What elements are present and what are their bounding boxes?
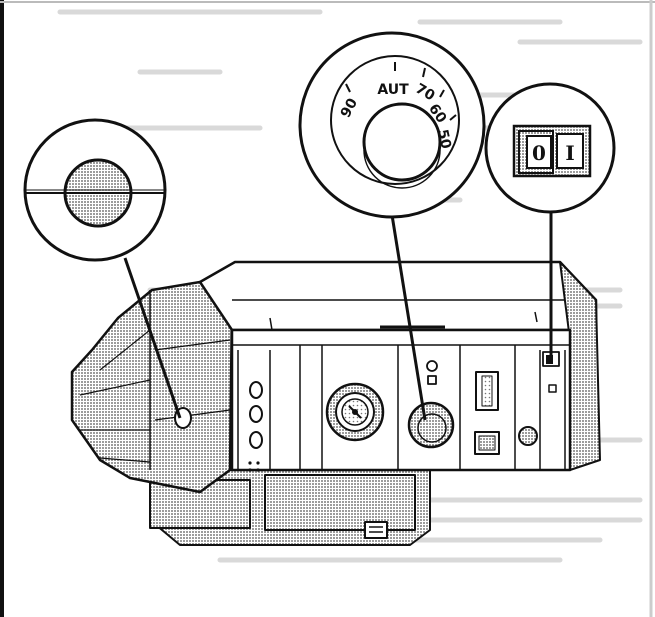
callout-power-switch xyxy=(484,82,616,214)
switch-on-label: I xyxy=(565,141,574,165)
dial-label-50: 50 xyxy=(434,128,454,151)
boiler-housing xyxy=(70,260,601,546)
leader-to-temperature-knob xyxy=(390,214,427,421)
callout-side-indicator xyxy=(23,118,167,262)
callout-leader-lines xyxy=(123,210,553,421)
leader-to-side-indicator xyxy=(123,257,182,419)
switch-off-label: 0 xyxy=(532,141,546,165)
callout-temperature-dial xyxy=(298,31,486,219)
dial-label-aut: AUT xyxy=(377,82,409,98)
